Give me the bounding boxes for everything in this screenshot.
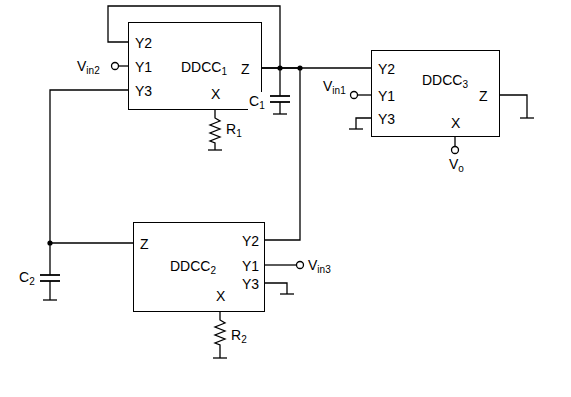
pin-name: Y1 (135, 58, 152, 76)
capacitor-symbol (270, 68, 290, 114)
signal-name: Vin2 (76, 57, 101, 75)
signal-name: Vin3 (307, 256, 332, 274)
component-name: R1 (225, 120, 243, 138)
pin-name: Z (479, 87, 488, 105)
component-name: C1 (248, 92, 266, 110)
pin-name: Y1 (242, 257, 259, 275)
block-name: DDCC3 (422, 71, 468, 89)
input-terminal (351, 92, 358, 99)
pin-name: Y1 (378, 87, 395, 105)
resistor-symbol (213, 312, 227, 358)
pin-name: Z (140, 235, 149, 253)
pin-name: Y3 (135, 82, 152, 100)
pin-name: X (451, 114, 460, 132)
ground-wire (265, 283, 294, 294)
ddcc-block: DDCC3 Y2Y1Y3 Z X (371, 50, 500, 137)
ddcc-block: DDCC1 Y2Y1Y3 Z X (128, 22, 262, 110)
feedback-wire (108, 6, 280, 68)
input-wire (358, 94, 372, 95)
pin-name: Y2 (378, 60, 395, 78)
ground-wire (349, 118, 371, 129)
input-wire (119, 65, 129, 66)
pin-name: Y2 (242, 232, 259, 250)
signal-name: Vin1 (322, 77, 347, 95)
pin-name: X (216, 287, 225, 305)
pin-name: Z (241, 60, 250, 78)
output-wire (454, 137, 455, 147)
wire-connector (262, 68, 300, 240)
input-terminal (112, 63, 119, 70)
block-name: DDCC2 (170, 257, 216, 275)
component-name: R2 (230, 326, 248, 344)
input-wire (265, 264, 297, 265)
capacitor-symbol (40, 243, 60, 300)
signal-name: Vo (448, 155, 465, 173)
pin-name: Y2 (135, 34, 152, 52)
pin-name: Y3 (378, 110, 395, 128)
component-name: C2 (18, 268, 36, 286)
ddcc-block: DDCC2 Z Y2Y1Y3X (133, 222, 265, 312)
wire-connector (50, 90, 133, 243)
block-name: DDCC1 (181, 58, 227, 76)
pin-name: Y3 (242, 275, 259, 293)
resistor-symbol (208, 110, 222, 150)
output-terminal (452, 147, 459, 154)
pin-name: X (211, 85, 220, 103)
input-terminal (297, 262, 304, 269)
ground-wire (500, 95, 534, 118)
